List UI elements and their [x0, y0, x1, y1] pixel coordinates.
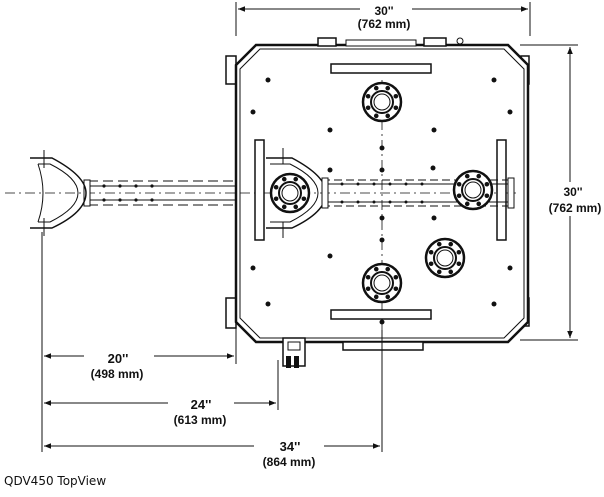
port-flanges	[269, 81, 494, 304]
right-height-mm: (762 mm)	[549, 201, 602, 215]
arm-20-mm: (498 mm)	[91, 367, 144, 381]
left-extension-arm	[30, 150, 236, 236]
port-flange-top	[361, 81, 403, 123]
dimension-right-height: 30'' (762 mm)	[520, 44, 604, 341]
dimension-arm-20: 20'' (498 mm)	[44, 346, 234, 382]
arm-24-mm: (613 mm)	[174, 413, 227, 427]
dimension-total-34: 34'' (864 mm)	[44, 436, 380, 470]
bottom-connector	[282, 337, 306, 368]
port-flange-left	[269, 172, 311, 214]
top-width-mm: (762 mm)	[358, 17, 411, 31]
dimension-extension-lines	[41, 232, 383, 452]
port-flange-right	[452, 169, 494, 211]
dimension-arm-24: 24'' (613 mm)	[44, 394, 276, 428]
plate-bolts	[250, 77, 513, 325]
figure-caption: QDV450 TopView	[4, 474, 107, 488]
total-34-inches: 34''	[280, 439, 301, 454]
dimension-top-width: 30'' (762 mm)	[235, 2, 531, 36]
clamp-bars	[254, 63, 507, 320]
right-height-inches: 30''	[563, 185, 582, 199]
total-34-mm: (864 mm)	[263, 455, 316, 469]
arm-24-inches: 24''	[191, 397, 212, 412]
port-flange-lower-right	[424, 237, 466, 279]
port-flange-bottom	[361, 262, 403, 304]
top-width-inches: 30''	[374, 4, 393, 18]
arm-20-inches: 20''	[108, 351, 129, 366]
